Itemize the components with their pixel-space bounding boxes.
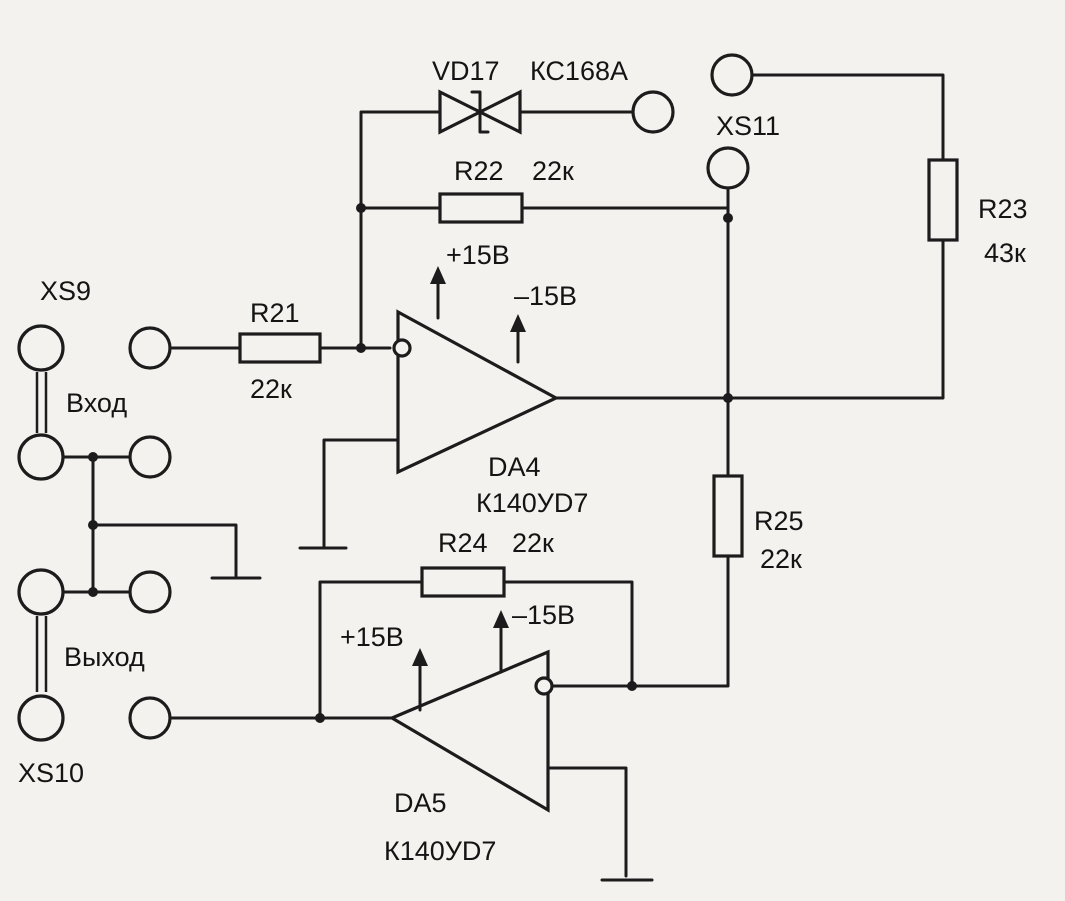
labels: VD17 КС168А XS11 R22 22к R23 43к XS9 R21… — [18, 56, 1028, 866]
label-xs9: XS9 — [40, 276, 91, 306]
da5-output-bubble — [534, 676, 554, 696]
resistor-r22 — [438, 192, 524, 224]
da4-inverting-bubble — [392, 338, 412, 358]
xs11-bottom-jack — [706, 146, 750, 190]
label-r24: R24 — [438, 528, 488, 558]
label-da4: DA4 — [488, 452, 541, 482]
xs9-ground-left-jack — [17, 433, 65, 481]
label-da5: DA5 — [394, 788, 447, 818]
jacks — [17, 53, 754, 742]
xs10-ground-right-jack — [128, 570, 172, 614]
junction-dot — [88, 587, 98, 597]
resistor-r23 — [927, 158, 959, 242]
label-xs11: XS11 — [716, 111, 780, 141]
label-r25: R25 — [754, 506, 804, 536]
opamp-da5 — [388, 610, 554, 813]
junction-dot — [356, 343, 366, 353]
label-r23-value: 43к — [984, 238, 1026, 268]
xs9-right-jack — [128, 326, 172, 370]
opamp-da4 — [392, 266, 560, 475]
label-r21: R21 — [250, 298, 300, 328]
junction-dot — [315, 713, 325, 723]
label-da4-plus-supply: +15В — [446, 240, 510, 270]
junction-dot — [88, 520, 98, 530]
resistor-r21 — [238, 332, 322, 364]
label-r24-value: 22к — [512, 528, 554, 558]
label-da5-minus-supply: –15В — [512, 600, 575, 630]
xs11-top-jack — [710, 53, 754, 97]
xs10-ground-left-jack — [17, 568, 65, 616]
xs10-left-jack — [17, 694, 65, 742]
junction-dot — [356, 203, 366, 213]
label-da5-type: К140УD7 — [384, 836, 496, 866]
label-da4-minus-supply: –15В — [514, 281, 577, 311]
junction-dots — [88, 203, 733, 723]
label-vd17: VD17 — [432, 56, 500, 86]
label-xs10: XS10 — [18, 758, 84, 788]
label-da4-type: К140УD7 — [476, 488, 588, 518]
junction-dot — [627, 681, 637, 691]
label-r23: R23 — [978, 194, 1028, 224]
resistors — [238, 158, 959, 598]
junction-dot — [88, 452, 98, 462]
zener-vd17 — [438, 89, 522, 135]
label-r22-value: 22к — [532, 156, 574, 186]
xs9-left-jack — [17, 324, 65, 372]
label-input: Вход — [66, 388, 127, 418]
resistor-r25 — [712, 474, 744, 558]
xs10-right-jack — [128, 696, 172, 740]
label-r22: R22 — [454, 156, 504, 186]
resistor-r24 — [420, 566, 506, 598]
vd17-pin-jack — [631, 90, 675, 134]
xs9-ground-right-jack — [128, 435, 172, 479]
label-r21-value: 22к — [250, 374, 292, 404]
junction-dot — [723, 213, 733, 223]
label-vd17-type: КС168А — [530, 56, 628, 86]
wires — [35, 73, 945, 882]
label-r25-value: 22к — [760, 544, 802, 574]
label-da5-plus-supply: +15В — [340, 622, 404, 652]
junction-dot — [723, 393, 733, 403]
label-output: Выход — [64, 642, 145, 672]
